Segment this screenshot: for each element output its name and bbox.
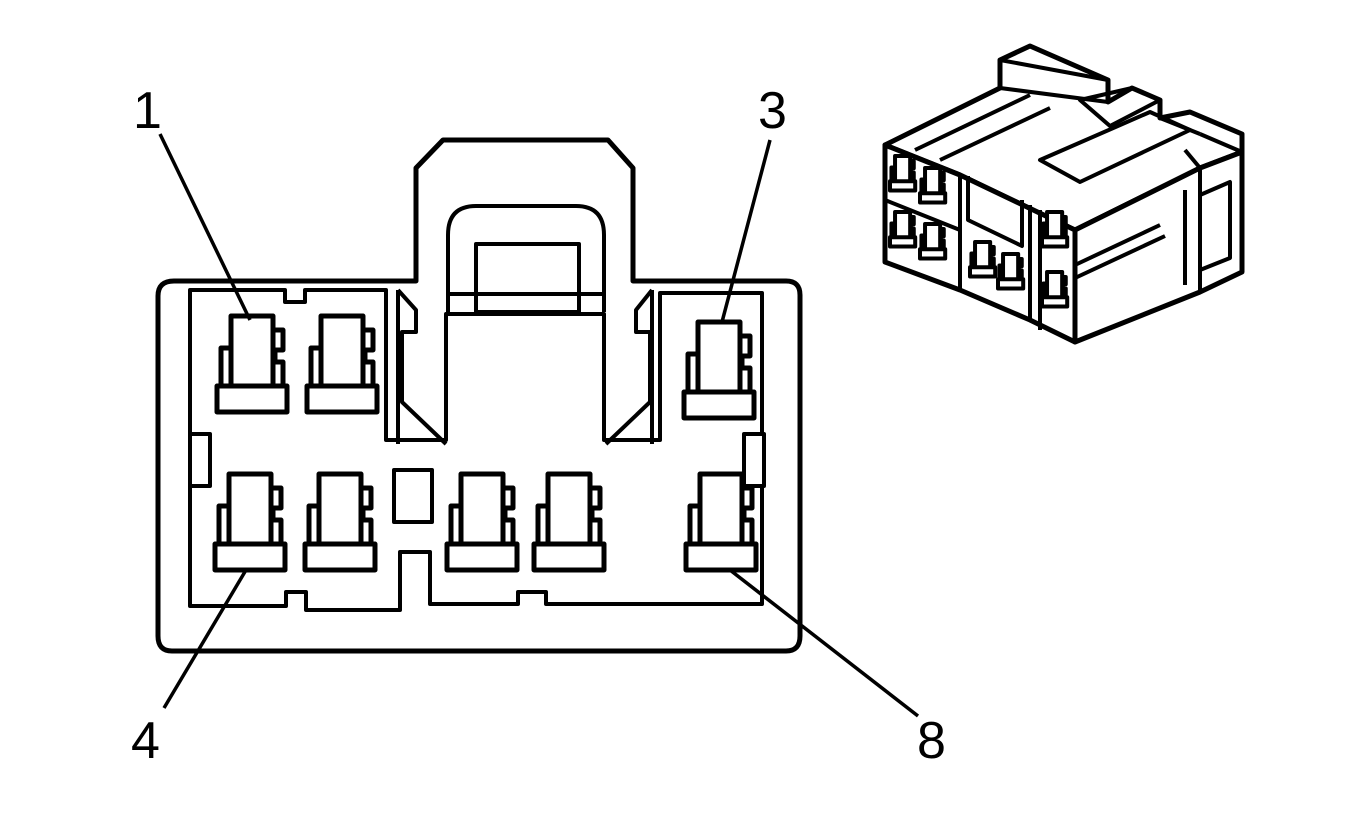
terminal-cavity-top-2 [304, 313, 380, 415]
terminal-cavity-bottom-5 [683, 471, 759, 573]
terminal-cavity-bottom-3 [444, 471, 520, 573]
side-tab-left [188, 432, 212, 488]
terminal-cavity-bottom-4 [531, 471, 607, 573]
connector-housing [155, 137, 803, 654]
iso-terminal-cavity-4 [918, 222, 948, 261]
leader-line-pin-8 [728, 568, 920, 718]
side-tab-right [742, 432, 766, 488]
connector-isometric-view [882, 43, 1245, 345]
pin-label-1: 1 [133, 82, 162, 140]
key-slot [392, 468, 434, 524]
iso-terminal-cavity-2 [918, 166, 948, 205]
terminal-cavity-bottom-2 [302, 471, 378, 573]
inner-cavity [188, 288, 764, 612]
iso-terminal-cavity-5 [968, 240, 998, 279]
pin-callouts: 1 3 4 8 [131, 82, 946, 770]
latch-ramp-left [396, 288, 448, 446]
latch-ramp-right [604, 288, 654, 446]
terminal-cavity-bottom-1 [212, 471, 288, 573]
iso-terminal-cavities [888, 154, 1070, 309]
connector-front-view [155, 137, 803, 654]
pin-label-8: 8 [917, 712, 946, 770]
latch-block [474, 242, 581, 314]
terminal-cavity-top-3 [681, 319, 757, 421]
iso-terminal-cavity-3 [888, 210, 918, 249]
iso-terminal-cavity-7 [1040, 210, 1070, 249]
latch-window [446, 204, 606, 312]
terminal-cavity-top-1 [214, 313, 290, 415]
iso-terminal-cavity-1 [888, 154, 918, 193]
leader-line-pin-1 [158, 133, 252, 321]
terminal-cavities [212, 313, 759, 573]
iso-terminal-cavity-8 [1040, 270, 1070, 309]
leader-line-pin-3 [720, 139, 772, 323]
pin-label-4: 4 [131, 712, 160, 770]
leader-line-pin-4 [162, 569, 248, 709]
pin-label-3: 3 [758, 82, 787, 140]
iso-terminal-cavity-6 [996, 252, 1026, 291]
